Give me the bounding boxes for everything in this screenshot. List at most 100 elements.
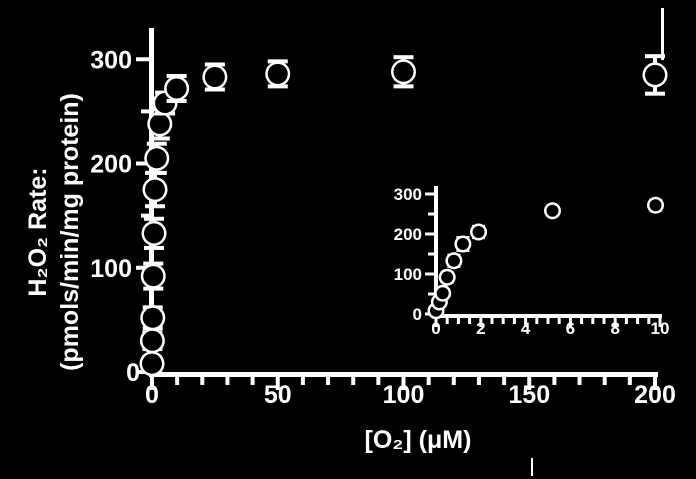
inset-y-minor-tick (428, 292, 434, 296)
error-bar-cap-upper (143, 261, 164, 266)
inset-x-minor-tick (591, 318, 595, 324)
inset-x-major-tick (568, 318, 572, 327)
inset-x-tick-label: 8 (610, 319, 619, 338)
error-bar-cap-lower (146, 170, 167, 175)
x-minor-tick (627, 377, 632, 385)
inset-y-minor-tick (428, 212, 434, 216)
marker-core (142, 307, 163, 328)
marker-core (143, 266, 164, 287)
x-minor-tick (250, 377, 255, 385)
inset-y-major-tick (425, 272, 434, 276)
inset-y-tick-label: 0 (413, 305, 422, 324)
x-minor-tick (602, 377, 607, 385)
x-minor-tick (225, 377, 230, 385)
marker-core (204, 66, 225, 87)
inset-x-tick-label: 6 (566, 319, 575, 338)
error-bar-cap-lower (166, 98, 187, 103)
data-point-marker (445, 252, 463, 270)
error-bar-cap-lower (144, 245, 165, 250)
inset-x-tick-label: 4 (521, 319, 531, 338)
inset-y-major-tick (425, 192, 434, 196)
data-point-marker (434, 284, 452, 302)
data-point-marker (647, 196, 665, 214)
y-axis-label-line1: H₂O₂ Rate: (24, 167, 52, 296)
error-bar-cap-upper (393, 55, 414, 60)
error-bar-cap-upper (166, 73, 187, 78)
inset-x-minor-tick (602, 318, 606, 324)
inset-x-minor-tick (624, 318, 628, 324)
marker-core (447, 254, 460, 267)
y-major-tick (136, 265, 149, 270)
data-point-marker (140, 305, 166, 331)
error-bar-cap-lower (145, 204, 166, 209)
inset-x-minor-tick (512, 318, 516, 324)
error-bar-cap-upper (204, 62, 225, 67)
marker-core (645, 64, 665, 85)
data-point-marker (142, 170, 168, 209)
inset-x-major-tick (613, 318, 617, 327)
artifact-line-bottom (531, 458, 533, 476)
x-minor-tick (300, 377, 305, 385)
x-minor-tick (502, 377, 507, 385)
inset-x-axis-line (434, 314, 662, 318)
x-axis-label: [O₂] (μM) (365, 426, 472, 454)
marker-core (149, 113, 170, 134)
inset-axis-lines (434, 186, 662, 318)
data-point-marker (141, 216, 167, 250)
marker-core (142, 353, 162, 374)
marker-core (146, 148, 167, 169)
x-major-tick (150, 377, 154, 390)
inset-y-major-tick (425, 232, 434, 236)
x-minor-tick (376, 377, 381, 385)
inset-data-points (427, 196, 665, 320)
data-point-marker (202, 62, 228, 92)
inset-x-minor-tick (468, 318, 472, 324)
inset-x-major-tick (658, 318, 662, 327)
data-point-marker (438, 268, 456, 286)
data-point-marker (642, 54, 668, 96)
x-major-tick (401, 377, 406, 390)
error-bar-cap-lower (149, 136, 170, 141)
inset-x-major-tick (434, 318, 438, 327)
inset-x-minor-tick (580, 318, 584, 324)
inset-x-tick-label: 0 (431, 319, 440, 338)
y-minor-tick (141, 213, 149, 218)
marker-core (441, 271, 454, 284)
marker-core (166, 78, 187, 99)
x-major-tick (527, 377, 532, 390)
inset-x-minor-tick (647, 318, 651, 324)
marker-core (472, 226, 485, 238)
data-point-marker (265, 59, 291, 89)
inset-x-minor-tick (546, 318, 550, 324)
y-tick-label: 300 (90, 46, 132, 74)
inset-x-tick-label: 2 (476, 319, 485, 338)
inset-x-minor-tick (456, 318, 460, 324)
error-bar-cap-lower (204, 87, 225, 92)
x-minor-tick (326, 377, 331, 385)
inset-y-axis-line (434, 186, 438, 318)
main-axis-lines (149, 28, 658, 377)
y-major-tick (136, 57, 149, 62)
marker-core (393, 61, 414, 82)
inset-x-minor-tick (445, 318, 449, 324)
inset-x-minor-tick (557, 318, 561, 324)
marker-core (456, 238, 469, 250)
inset-y-tick-label: 200 (394, 225, 422, 244)
x-tick-label: 50 (264, 381, 292, 409)
marker-core (144, 223, 165, 244)
inset-y-tick-label: 300 (394, 185, 422, 204)
error-bar-cap-lower (143, 286, 164, 291)
y-minor-tick (141, 109, 149, 114)
inset-y-minor-tick (428, 252, 434, 256)
x-minor-tick (451, 377, 456, 385)
main-data-points (139, 54, 668, 377)
data-point-marker (543, 202, 561, 220)
inset-x-minor-tick (501, 318, 505, 324)
x-minor-tick (476, 377, 481, 385)
